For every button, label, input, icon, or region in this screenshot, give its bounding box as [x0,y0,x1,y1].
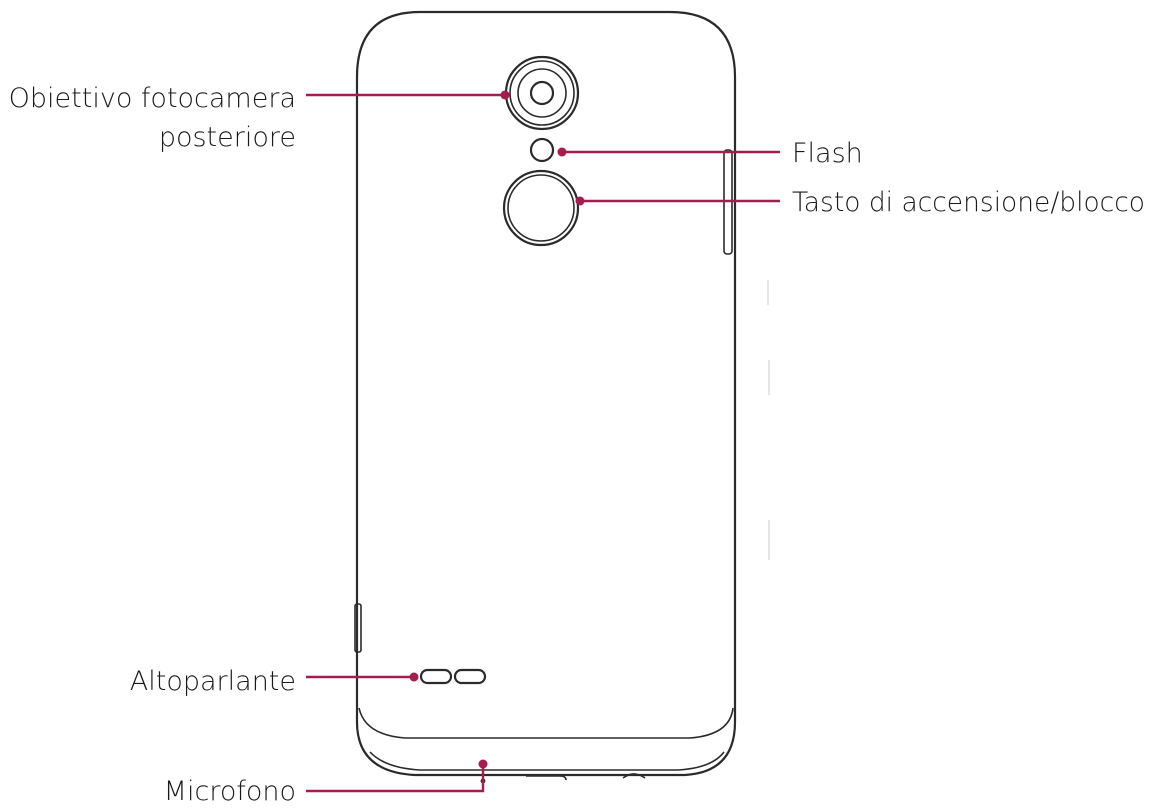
speaker-grille [419,668,487,685]
label-microphone: Microfono [164,776,296,807]
leader-dot [557,147,567,157]
leader-dot [500,90,510,100]
flash-led [529,137,555,163]
callout-microphone [306,759,488,793]
callout-rear-camera [306,90,510,100]
side-left-button [354,603,362,653]
callout-speaker [306,672,419,682]
label-flash: Flash [792,138,863,169]
headphone-jack [622,773,646,779]
callout-flash [557,147,780,157]
power-lock-key [502,169,580,247]
leader-line [306,764,485,793]
phone-back-edge-line [358,707,734,739]
phone-body [354,10,737,781]
callout-power-key [575,196,780,206]
label-power-key: Tasto di accensione/blocco [792,187,1145,218]
phone-bottom-edge-line [369,751,725,771]
label-speaker: Altoparlante [130,666,296,697]
label-rear-camera-line1: Obiettivo fotocamera [9,83,296,114]
bottom-port [526,775,567,781]
label-rear-camera-line2: posteriore [159,122,296,153]
leader-dot [409,672,419,682]
rear-camera-lens [504,55,580,131]
phone-outer-outline [355,10,737,777]
leader-dot [478,759,488,769]
leader-dot [575,196,585,206]
